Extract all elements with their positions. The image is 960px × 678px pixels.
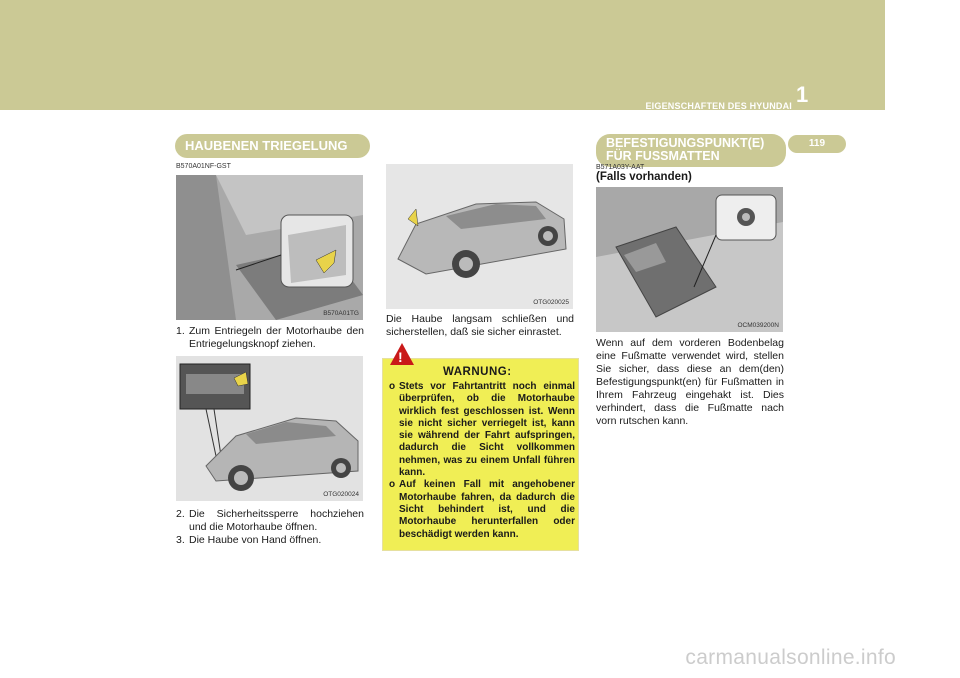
chapter-title: EIGENSCHAFTEN DES HYUNDAI	[645, 101, 792, 111]
page-number: 119	[788, 135, 846, 153]
floor-mat-text: Wenn auf dem vorderen Bodenbelag eine Fu…	[596, 337, 784, 427]
hood-release-lever-photo: B570A01TG	[176, 175, 363, 320]
step-text: Zum Entriegeln der Motorhaube den Entrie…	[189, 325, 364, 350]
step-list-1: 1. Zum Entriegeln der Motorhaube den Entr…	[176, 325, 364, 351]
step-number: 1.	[176, 325, 185, 337]
step-item: 1. Zum Entriegeln der Motorhaube den Entr…	[176, 325, 364, 351]
header-band	[0, 0, 885, 110]
exclamation-icon: !	[398, 349, 403, 365]
step-text: Die Haube von Hand öffnen.	[189, 534, 322, 546]
heading-line: BEFESTIGUNGSPUNKT(E)	[606, 136, 765, 150]
car-front-illustration	[176, 356, 363, 501]
floor-mat-anchor-photo: OCM039200N	[596, 187, 783, 332]
warning-icon	[390, 343, 414, 365]
closing-instruction: Die Haube langsam schließen und sicherst…	[386, 313, 574, 338]
hood-release-lever-illustration	[176, 175, 363, 320]
step-number: 3.	[176, 534, 185, 546]
photo-caption: OTG020025	[533, 299, 569, 306]
step-item: 3. Die Haube von Hand öffnen.	[176, 534, 364, 547]
floor-mat-illustration	[596, 187, 783, 332]
step-list-2: 2. Die Sicherheitssperre hochziehen und d…	[176, 508, 364, 547]
watermark: carmanualsonline.info	[685, 646, 896, 669]
hood-closing-photo: OTG020025	[386, 164, 573, 309]
step-number: 2.	[176, 508, 185, 520]
section-heading-floor-mat: BEFESTIGUNGSPUNKT(E) FÜR FUSSMATTEN	[596, 134, 786, 167]
photo-caption: B570A01TG	[323, 310, 359, 317]
photo-caption: OCM039200N	[737, 322, 779, 329]
warning-text: Auf keinen Fall mit angehobener Motorhau…	[399, 479, 575, 540]
section-code: B571A03Y-AAT	[596, 164, 645, 171]
safety-latch-photo: OTG020024	[176, 356, 363, 501]
section-heading-hood-release: HAUBENEN TRIEGELUNG	[175, 134, 370, 158]
section-subtitle: (Falls vorhanden)	[596, 171, 692, 183]
warning-text: Stets vor Fahrtantritt noch einmal überp…	[399, 381, 575, 479]
bullet: o	[389, 479, 396, 491]
step-text: Die Sicherheitssperre hochziehen und die…	[189, 508, 364, 533]
car-closing-hood-illustration	[386, 164, 573, 309]
photo-caption: OTG020024	[323, 491, 359, 498]
chapter-number: 1	[796, 82, 809, 107]
step-item: 2. Die Sicherheitssperre hochziehen und d…	[176, 508, 364, 534]
heading-line: FÜR FUSSMATTEN	[606, 149, 720, 163]
warning-title: WARNUNG:	[443, 366, 512, 378]
bullet: o	[389, 381, 396, 392]
section-code: B570A01NF-GST	[176, 163, 231, 170]
